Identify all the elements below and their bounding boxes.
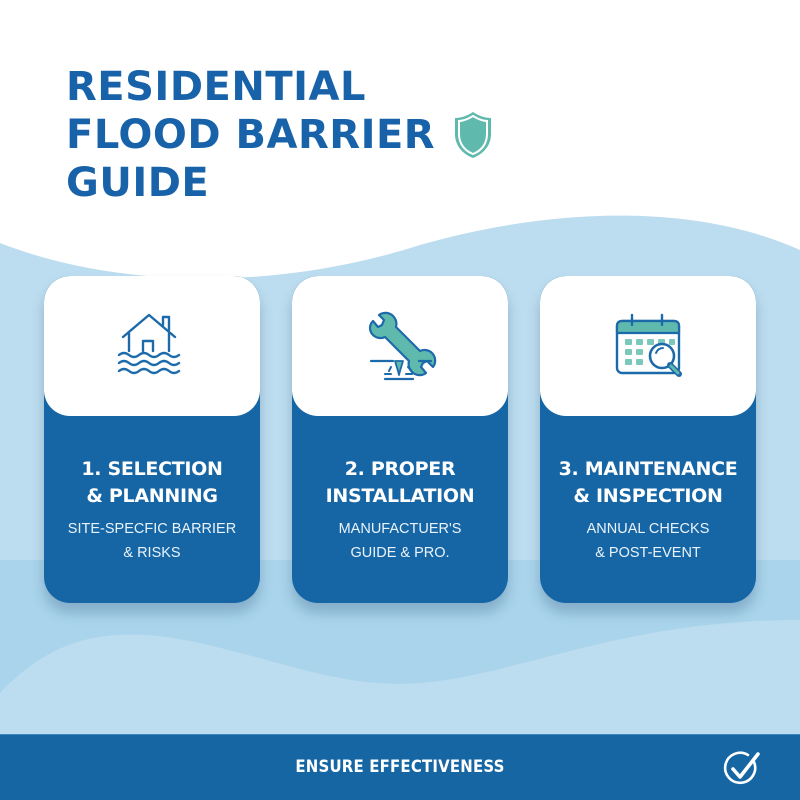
card-title-line: 3. MAINTENANCE	[558, 458, 738, 480]
card-desc-line: SITE-SPECFIC BARRIER	[67, 521, 237, 537]
card-title: 2. PROPER INSTALLATION	[292, 456, 508, 510]
footer-label: ENSURE EFFECTIVENESS	[295, 757, 505, 777]
card-description: MANUFACTUER'S GUIDE & PRO.	[292, 517, 508, 565]
title-line-1: RESIDENTIAL	[66, 64, 366, 110]
card-icon-panel	[540, 276, 756, 416]
card-title: 1. SELECTION & PLANNING	[44, 456, 260, 510]
card-icon-panel	[44, 276, 260, 416]
card-desc-line: & RISKS	[123, 545, 181, 561]
card-title-line: 2. PROPER	[344, 458, 456, 480]
flooded-house-icon	[117, 313, 181, 375]
shield-icon	[455, 112, 492, 158]
title-line-2: FLOOD BARRIER	[66, 110, 493, 160]
title-line-2-text: FLOOD BARRIER	[66, 112, 436, 158]
card-title-line: & PLANNING	[86, 485, 218, 507]
card-desc-line: GUIDE & PRO.	[350, 545, 450, 561]
step-card-maintenance: 3. MAINTENANCE & INSPECTION ANNUAL CHECK…	[540, 276, 756, 603]
card-title-line: 1. SELECTION	[81, 458, 223, 480]
card-icon-panel	[292, 276, 508, 416]
footer-banner: ENSURE EFFECTIVENESS	[0, 734, 800, 800]
calendar-inspect-icon	[615, 313, 682, 377]
card-title: 3. MAINTENANCE & INSPECTION	[540, 456, 756, 510]
card-title-line: & INSPECTION	[573, 485, 723, 507]
wrench-install-icon	[368, 311, 437, 381]
card-description: SITE-SPECFIC BARRIER & RISKS	[44, 517, 260, 565]
step-card-installation: 2. PROPER INSTALLATION MANUFACTUER'S GUI…	[292, 276, 508, 603]
page-title: RESIDENTIAL FLOOD BARRIER GUIDE	[66, 64, 493, 206]
card-description: ANNUAL CHECKS & POST-EVENT	[540, 517, 756, 565]
card-desc-line: ANNUAL CHECKS	[586, 521, 710, 537]
check-circle-icon	[723, 751, 760, 785]
card-title-line: INSTALLATION	[325, 485, 475, 507]
title-line-3: GUIDE	[66, 160, 210, 206]
step-card-selection: 1. SELECTION & PLANNING SITE-SPECFIC BAR…	[44, 276, 260, 603]
card-desc-line: MANUFACTUER'S	[338, 521, 462, 537]
card-desc-line: & POST-EVENT	[595, 545, 701, 561]
